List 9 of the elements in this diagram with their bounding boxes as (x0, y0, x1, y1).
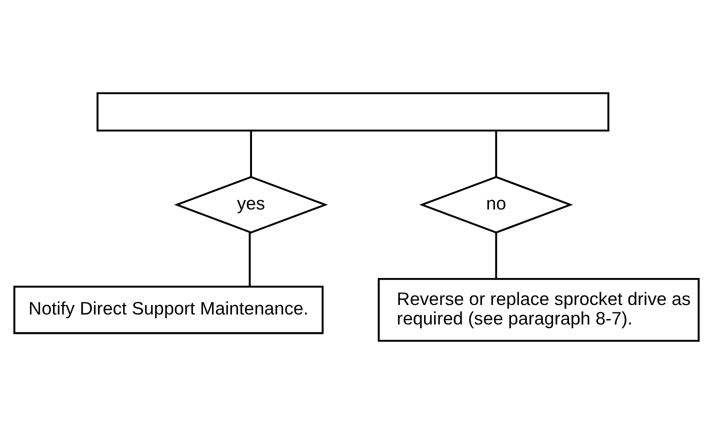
node-diamond: yes (174, 175, 328, 234)
connector (495, 130, 498, 176)
connector (495, 232, 498, 278)
node-diamond: no (419, 175, 574, 234)
connector (250, 130, 252, 176)
node-box: Reverse or replace sprocket drive as required (see paragraph 8-7). (378, 277, 700, 342)
node-box (96, 92, 610, 132)
node-box: Notify Direct Support Maintenance. (13, 285, 324, 334)
connector (248, 232, 251, 286)
